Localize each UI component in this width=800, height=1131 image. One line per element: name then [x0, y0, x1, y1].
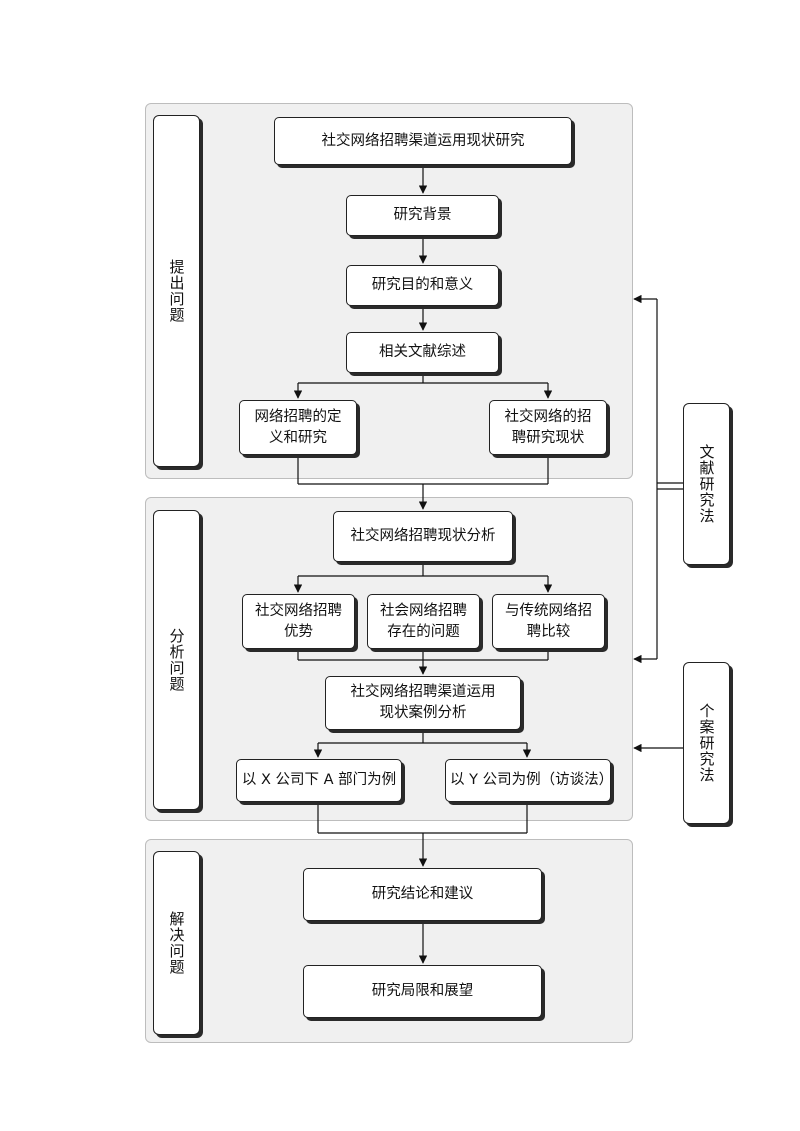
- node-case-analysis: 社交网络招聘渠道运用现状案例分析: [325, 676, 521, 730]
- node-case-y: 以 Y 公司为例（访谈法）: [445, 759, 614, 802]
- node-advantages: 社交网络招聘优势: [242, 594, 355, 649]
- node-limitations: 研究局限和展望: [303, 965, 542, 1018]
- node-literature-review: 相关文献综述: [346, 332, 499, 373]
- section-label-solve-text: 解决问题: [167, 911, 186, 975]
- node-case-x: 以 X 公司下 A 部门为例: [236, 759, 402, 802]
- node-case-y-text: 以 Y 公司为例（访谈法）: [450, 772, 614, 788]
- section-label-analyze-text: 分析问题: [167, 628, 186, 692]
- node-research-title-text: 社交网络招聘渠道运用现状研究: [321, 132, 525, 149]
- node-problems-text: 社会网络招聘存在的问题: [380, 602, 467, 640]
- node-advantages-text: 社交网络招聘优势: [255, 602, 342, 640]
- node-social-status-text: 社交网络的招聘研究现状: [504, 408, 592, 446]
- node-comparison: 与传统网络招聘比较: [492, 594, 605, 649]
- method-case-study: 个案研究法: [683, 662, 730, 824]
- method-literature-research: 文献研究法: [683, 403, 730, 565]
- section-label-analyze: 分析问题: [153, 510, 200, 810]
- method-literature-research-text: 文献研究法: [697, 444, 716, 524]
- node-status-analysis-text: 社交网络招聘现状分析: [350, 528, 496, 544]
- node-definition-research: 网络招聘的定义和研究: [239, 400, 357, 455]
- section-label-raise: 提出问题: [153, 115, 200, 467]
- section-label-raise-text: 提出问题: [167, 259, 186, 323]
- node-case-x-text: 以 X 公司下 A 部门为例: [241, 772, 397, 788]
- node-comparison-text: 与传统网络招聘比较: [505, 602, 592, 640]
- node-problems: 社会网络招聘存在的问题: [367, 594, 480, 649]
- node-conclusion: 研究结论和建议: [303, 868, 542, 921]
- node-research-background: 研究背景: [346, 195, 499, 236]
- node-status-analysis: 社交网络招聘现状分析: [333, 511, 513, 562]
- node-research-title: 社交网络招聘渠道运用现状研究: [274, 117, 572, 165]
- section-label-solve: 解决问题: [153, 851, 200, 1035]
- node-definition-research-text: 网络招聘的定义和研究: [254, 408, 342, 446]
- node-case-analysis-text: 社交网络招聘渠道运用现状案例分析: [350, 684, 496, 721]
- node-research-background-text: 研究背景: [393, 207, 452, 223]
- node-research-purpose: 研究目的和意义: [346, 265, 499, 306]
- node-conclusion-text: 研究结论和建议: [371, 886, 474, 902]
- node-research-purpose-text: 研究目的和意义: [371, 277, 474, 293]
- method-case-study-text: 个案研究法: [697, 703, 716, 783]
- node-social-status: 社交网络的招聘研究现状: [489, 400, 607, 455]
- node-limitations-text: 研究局限和展望: [371, 983, 474, 999]
- node-literature-review-text: 相关文献综述: [379, 344, 466, 360]
